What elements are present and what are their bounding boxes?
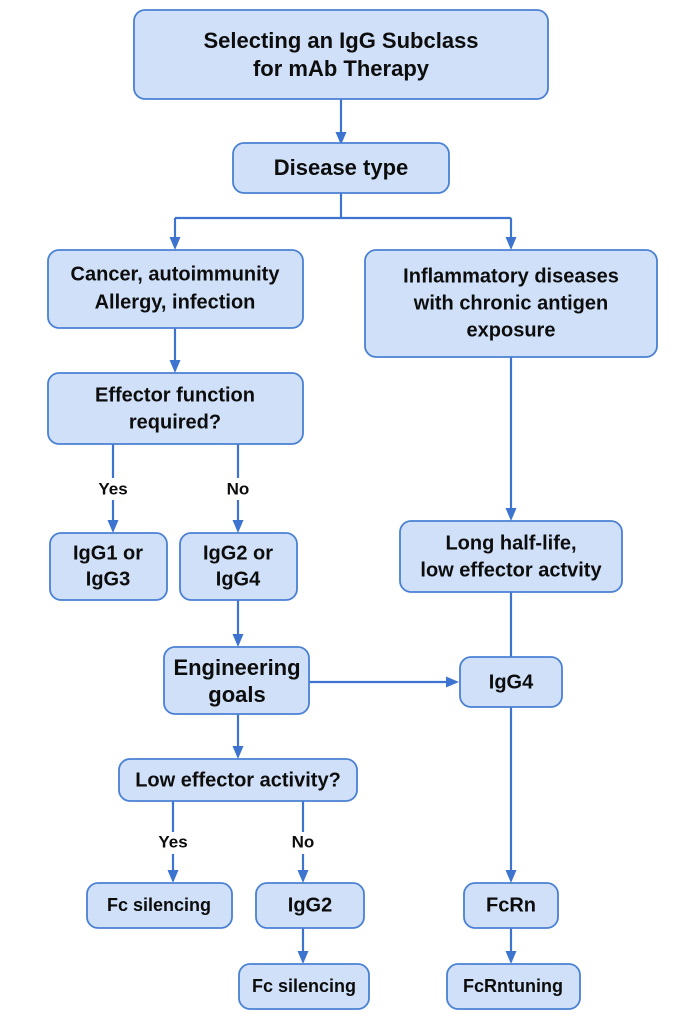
edge-label-loweffector-no: No (292, 832, 315, 851)
node-effector-line-1: Effector function (95, 384, 255, 406)
edge-inflammatory-to-longhalf (505, 357, 517, 521)
node-fc-silencing-bottom-label: Fc silencing (252, 976, 356, 996)
node-cancer-autoimmunity-box[interactable] (47, 249, 304, 329)
node-engineering-goals[interactable]: Engineering goals (163, 646, 310, 715)
node-fc-silencing-left[interactable]: Fc silencing (86, 882, 233, 929)
node-igg2or4-line-2: IgG4 (216, 568, 261, 590)
node-title-box[interactable] (133, 9, 549, 100)
node-fcrn[interactable]: FcRn (463, 882, 559, 929)
node-inflammatory-diseases[interactable]: Inflammatory diseases with chronic antig… (364, 249, 658, 358)
node-low-effector-label: Low effector activity? (135, 769, 341, 791)
node-cancer-line-1: Cancer, autoimmunity (71, 263, 281, 285)
edge-igg2-to-fcsilencing (297, 928, 309, 964)
node-effector-line-2: required? (129, 411, 221, 433)
node-engineering-line-1: Engineering (173, 655, 300, 680)
node-igg2-or-igg4[interactable]: IgG2 or IgG4 (179, 532, 298, 601)
edge-label-effector-yes: Yes (98, 479, 127, 498)
node-igg4-box[interactable] (459, 656, 563, 708)
node-cancer-line-2: Allergy, infection (95, 291, 256, 313)
node-title-line-2: for mAb Therapy (253, 56, 430, 81)
node-fcrntuning-box[interactable] (446, 963, 581, 1010)
node-igg2-or-igg4-box[interactable] (179, 532, 298, 601)
node-longhalf-line-2: low effector actvity (420, 559, 602, 581)
node-igg2-label: IgG2 (288, 894, 332, 916)
node-engineering-line-2: goals (208, 682, 265, 707)
node-igg1-or-igg3[interactable]: IgG1 or IgG3 (49, 532, 168, 601)
node-fcrn-label: FcRn (486, 894, 536, 916)
node-effector-box[interactable] (47, 372, 304, 445)
node-title-line-1: Selecting an IgG Subclass (203, 28, 478, 53)
node-fcrntuning-label: FcRntuning (463, 976, 563, 996)
edge-longhalf-to-fcrn (505, 592, 517, 883)
node-fc-silencing-left-box[interactable] (86, 882, 233, 929)
edge-disease-to-split (169, 193, 517, 250)
node-engineering-goals-box[interactable] (163, 646, 310, 715)
node-effector-function-required[interactable]: Effector function required? (47, 372, 304, 445)
edge-label-effector-no: No (227, 479, 250, 498)
node-long-half-life[interactable]: Long half-life, low effector actvity (399, 520, 623, 593)
node-cancer-autoimmunity[interactable]: Cancer, autoimmunity Allergy, infection (47, 249, 304, 329)
node-low-effector-activity[interactable]: Low effector activity? (118, 758, 358, 802)
node-igg1-line-2: IgG3 (86, 568, 130, 590)
node-igg4[interactable]: IgG4 (459, 656, 563, 708)
node-fc-silencing-left-label: Fc silencing (107, 895, 211, 915)
edge-title-to-disease (335, 99, 347, 145)
node-fcrntuning[interactable]: FcRntuning (446, 963, 581, 1010)
edge-effector-no (232, 444, 244, 533)
node-fc-silencing-bottom-box[interactable] (238, 963, 370, 1010)
node-low-effector-box[interactable] (118, 758, 358, 802)
node-igg2or4-line-1: IgG2 or (203, 542, 273, 564)
edge-loweffector-yes (167, 801, 179, 883)
edge-engineering-to-loweffector (232, 714, 244, 759)
node-inflammatory-line-2: with chronic antigen (413, 292, 608, 314)
edge-igg2or4-to-engineering (232, 600, 244, 647)
node-title[interactable]: Selecting an IgG Subclass for mAb Therap… (133, 9, 549, 100)
node-long-half-life-box[interactable] (399, 520, 623, 593)
node-igg1-line-1: IgG1 or (73, 542, 143, 564)
node-igg4-label: IgG4 (489, 671, 534, 693)
edge-engineering-to-igg4 (309, 676, 459, 688)
edge-label-loweffector-yes: Yes (158, 832, 187, 851)
edge-fcrn-to-fcrntuning (505, 928, 517, 964)
edge-effector-yes (107, 444, 119, 533)
node-disease-type-box[interactable] (232, 142, 450, 194)
node-fcrn-box[interactable] (463, 882, 559, 929)
edge-cancer-to-effector (169, 328, 181, 373)
node-longhalf-line-1: Long half-life, (445, 532, 576, 554)
node-disease-type[interactable]: Disease type (232, 142, 450, 194)
node-inflammatory-line-3: exposure (467, 319, 556, 341)
node-disease-type-label: Disease type (274, 155, 409, 180)
node-fc-silencing-bottom[interactable]: Fc silencing (238, 963, 370, 1010)
node-inflammatory-line-1: Inflammatory diseases (403, 265, 619, 287)
node-igg2-box[interactable] (255, 882, 365, 929)
node-inflammatory-box[interactable] (364, 249, 658, 358)
node-igg2[interactable]: IgG2 (255, 882, 365, 929)
edge-loweffector-no (297, 801, 309, 883)
node-igg1-or-igg3-box[interactable] (49, 532, 168, 601)
